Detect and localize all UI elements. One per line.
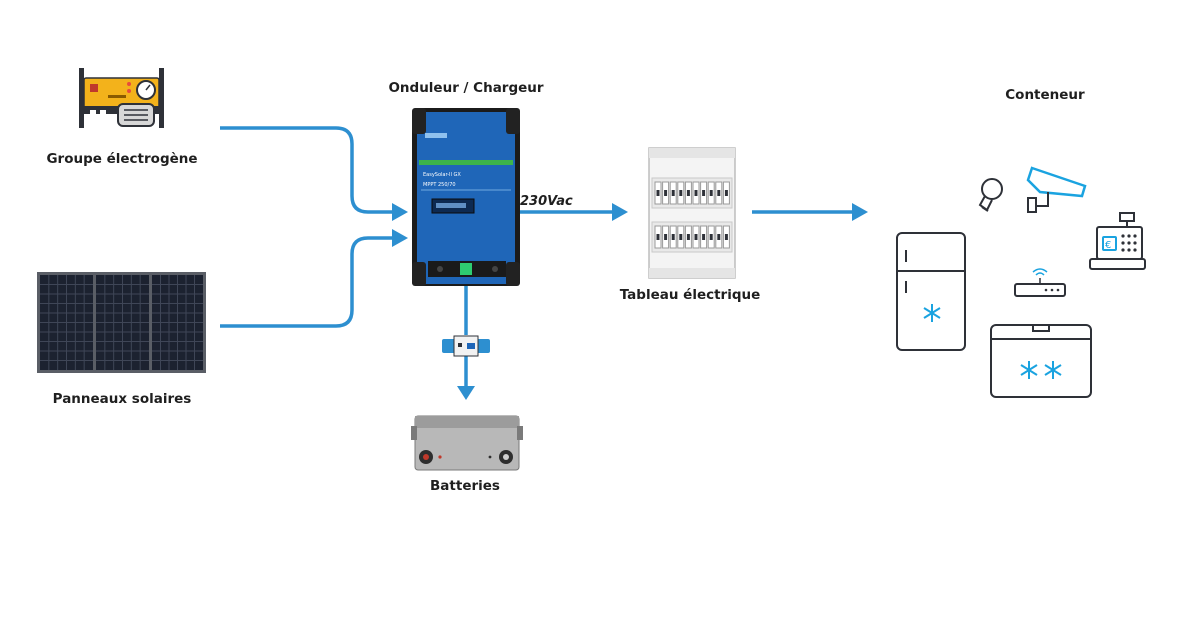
connectors xyxy=(220,126,868,400)
breaker-toggle xyxy=(709,190,713,196)
container-label: Conteneur xyxy=(1005,87,1085,103)
freezer-snowflakes-icon xyxy=(1020,361,1062,379)
camera-icon xyxy=(1026,166,1087,213)
batteries-label: Batteries xyxy=(430,478,500,494)
battery-icon xyxy=(411,415,523,471)
generator-arrowhead xyxy=(392,203,408,221)
breaker-toggle xyxy=(717,234,721,240)
solar-label: Panneaux solaires xyxy=(52,391,192,407)
voltage-label: 230Vac xyxy=(520,194,573,209)
bms-to-battery-arrowhead xyxy=(457,386,475,400)
fridge-snowflake-icon xyxy=(923,304,941,322)
inverter-icon: EasySolar-II GX MPPT 250/70 xyxy=(412,108,520,286)
breaker-toggle xyxy=(709,234,713,240)
breaker-toggle xyxy=(694,234,698,240)
inverter-model-text: EasySolar-II GX xyxy=(423,172,461,178)
inverter-mppt-text: MPPT 250/70 xyxy=(423,182,456,188)
breaker-toggle xyxy=(724,190,728,196)
bms-icon xyxy=(442,335,490,357)
router-icon xyxy=(1014,268,1066,297)
breaker-toggle xyxy=(686,190,690,196)
generator-icon xyxy=(79,68,164,128)
breaker-toggle xyxy=(686,234,690,240)
breaker-toggle xyxy=(679,190,683,196)
cash-register-icon xyxy=(1089,212,1146,270)
distribution-panel-icon xyxy=(648,147,736,279)
breaker-toggle xyxy=(702,234,706,240)
breaker-toggle xyxy=(656,190,660,196)
breaker-toggle xyxy=(671,190,675,196)
breaker-toggle xyxy=(694,190,698,196)
solar-arrow xyxy=(220,236,392,328)
euro-icon: € xyxy=(1105,240,1111,251)
breaker-toggle xyxy=(717,190,721,196)
cash-register-keys xyxy=(1121,234,1137,252)
freezer-icon xyxy=(990,324,1092,398)
solar-arrowhead xyxy=(392,229,408,247)
bulb-icon xyxy=(978,178,1003,212)
panel-to-container-arrowhead xyxy=(852,203,868,221)
breaker-toggle xyxy=(664,190,668,196)
breaker-toggle xyxy=(724,234,728,240)
generator-label: Groupe électrogène xyxy=(46,151,198,167)
breaker-toggle xyxy=(656,234,660,240)
solar-panel-icon xyxy=(37,272,206,373)
breaker-toggle xyxy=(679,234,683,240)
breaker-toggle xyxy=(664,234,668,240)
inverter-to-panel-arrowhead xyxy=(612,203,628,221)
distribution-panel-label: Tableau électrique xyxy=(619,287,761,303)
generator-arrow xyxy=(220,126,392,214)
breaker-toggle xyxy=(702,190,706,196)
fridge-icon xyxy=(896,232,966,351)
inverter-label: Onduleur / Chargeur xyxy=(388,80,544,96)
breaker-toggle xyxy=(671,234,675,240)
